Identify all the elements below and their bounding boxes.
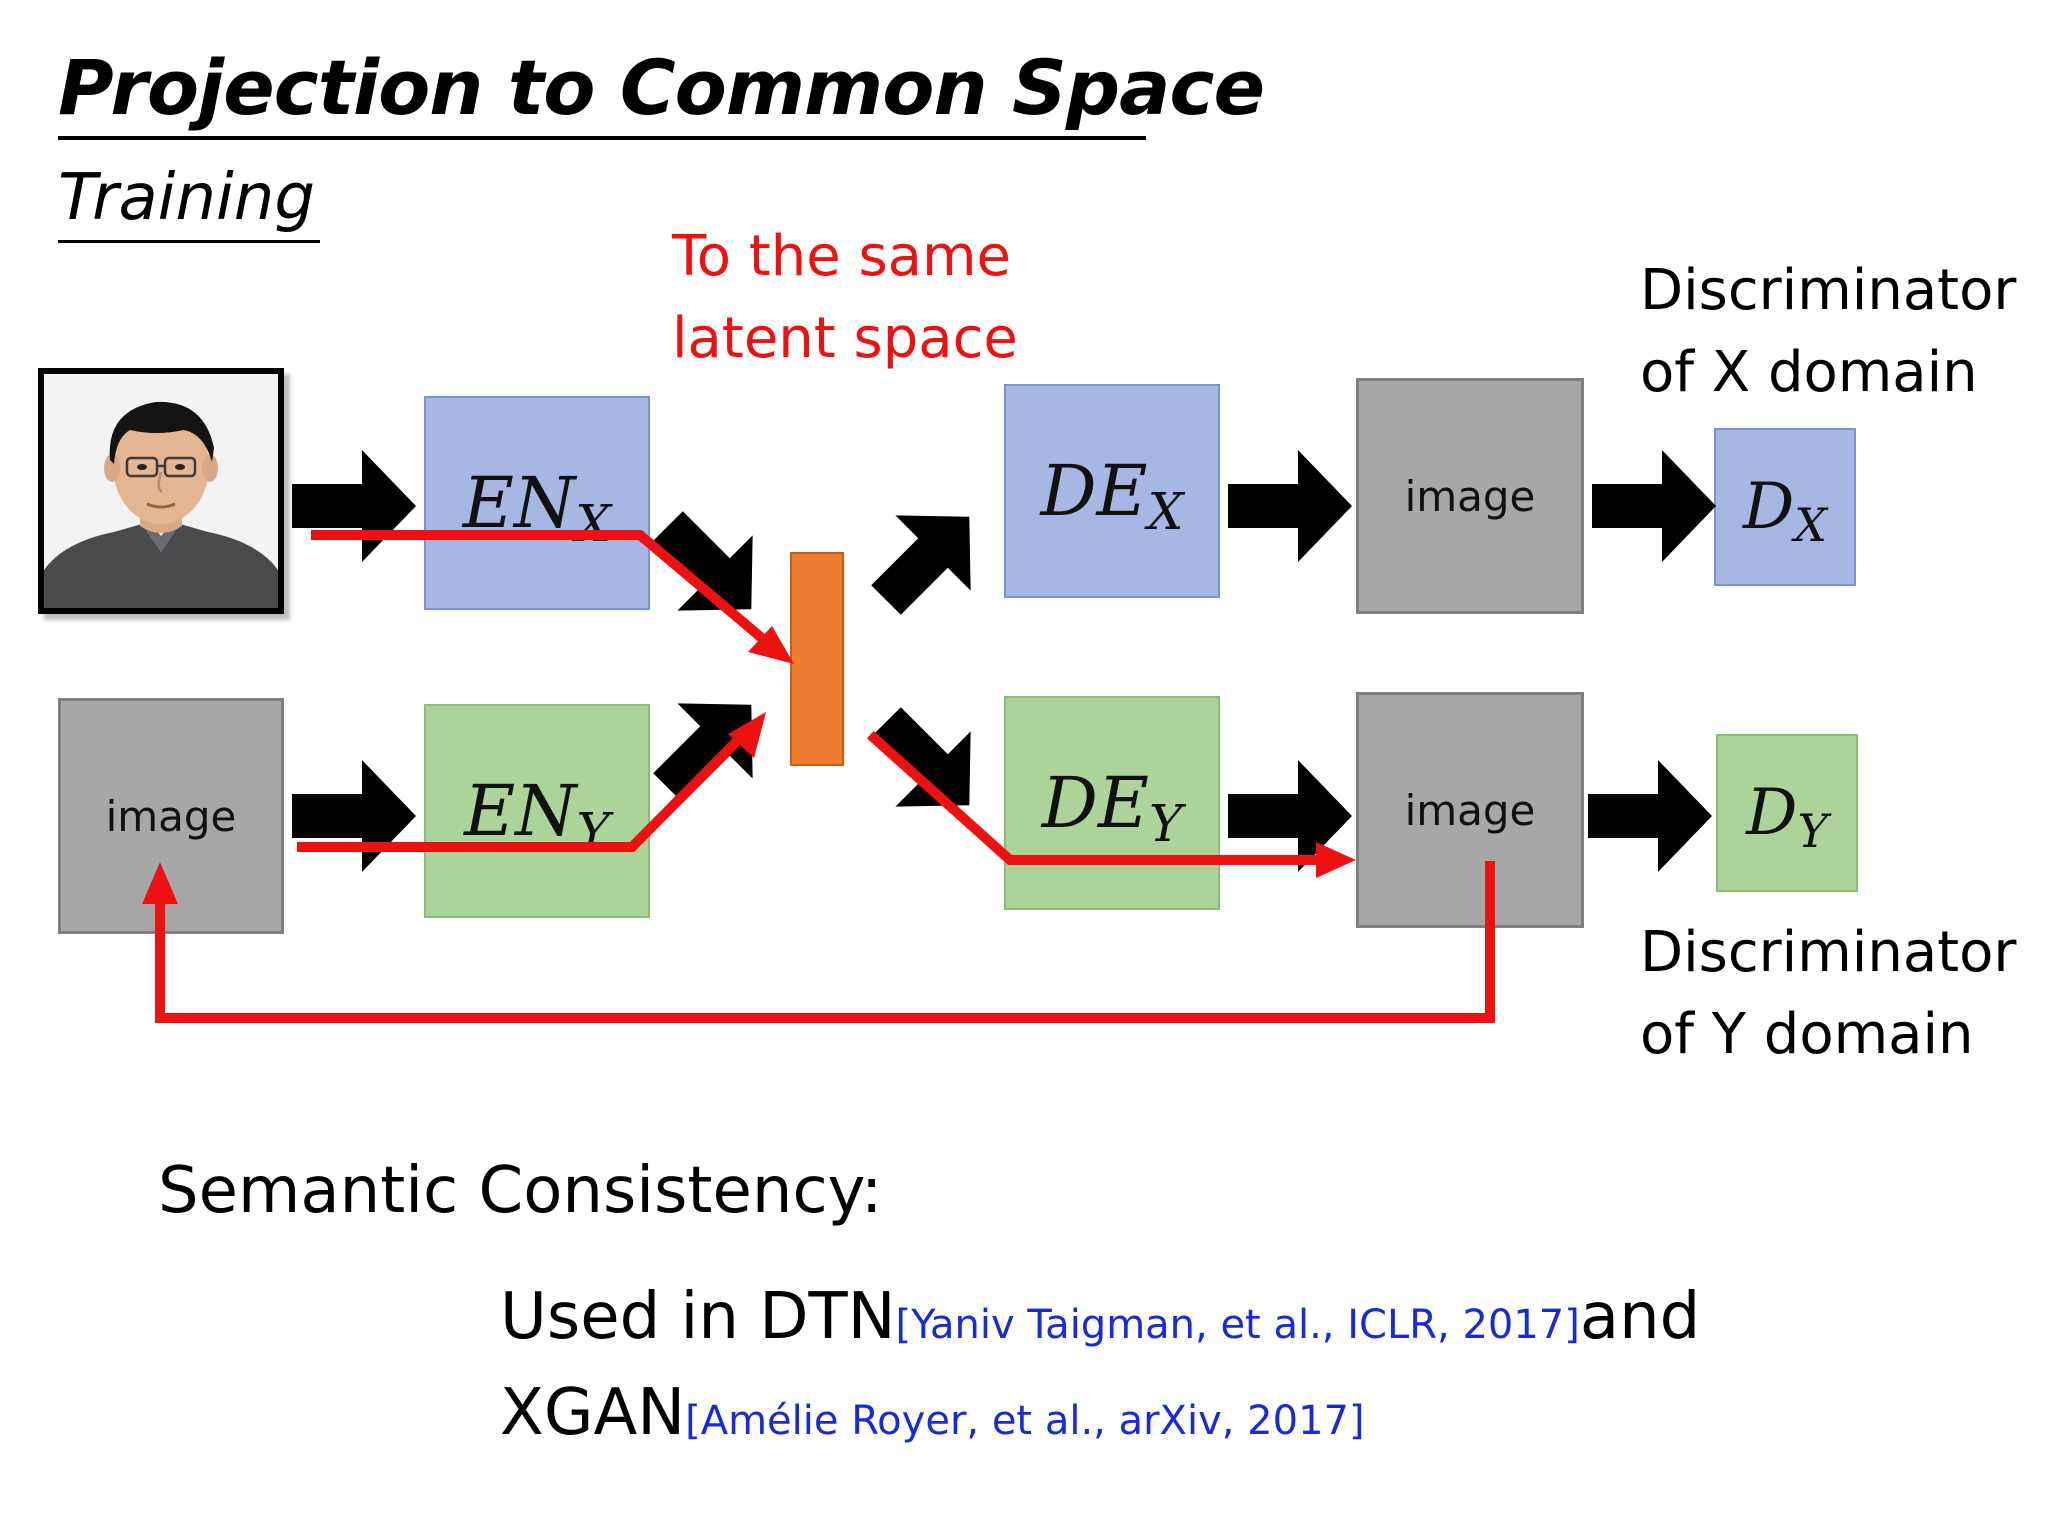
disc-x-label-line1: Discriminator [1640,258,2017,323]
disc-y-label-line2: of Y domain [1640,1002,1974,1067]
used-in-text: Used in DTN [500,1280,896,1354]
xgan-text: XGAN [500,1376,686,1450]
subtitle-underline [58,240,320,243]
red-path-y-to-latent [297,730,748,852]
arrow-latent-to-decoder-x [848,479,1007,638]
citation-dtn: [Yaniv Taigman, et al., ICLR, 2017] [895,1302,1580,1348]
decoder-x-label: DEX [1040,450,1184,542]
red-arrowhead-3 [1316,842,1356,878]
and-text: and [1579,1280,1701,1354]
output-image-x-label: image [1404,471,1536,521]
discriminator-y: DY [1716,734,1858,892]
disc-x-label-line2: of X domain [1640,340,1978,405]
disc-x-label: Discriminator of X domain [1640,250,2016,414]
title-underline [58,136,1146,140]
red-path-feedback [155,861,1495,1023]
disc-y-label: Discriminator of Y domain [1640,912,2016,1076]
person-photo-icon [44,374,278,608]
reference-line-1: Used in DTN [Yaniv Taigman, et al., ICLR… [500,1280,1700,1354]
reference-line-2: XGAN [Amélie Royer, et al., arXiv, 2017] [500,1376,1365,1450]
page-subtitle: Training [58,161,315,235]
arrow-image-to-discriminator-x [1592,450,1716,562]
output-image-y-label: image [1404,785,1536,835]
red-arrowhead-2 [728,712,766,758]
latent-note-line1: To the same [672,224,1011,289]
encoder-x: ENX [424,396,650,610]
arrow-image-to-discriminator-y [1588,760,1712,872]
decoder-y: DEY [1004,696,1220,910]
decoder-x: DEX [1004,384,1220,598]
arrow-encoder-y-to-latent [630,667,789,826]
decoder-y-label: DEY [1041,762,1183,854]
red-path-latent-to-image [866,730,1325,865]
encoder-y: ENY [424,704,650,918]
semantic-consistency-heading: Semantic Consistency: [158,1154,883,1228]
arrow-encoder-x-to-latent [630,488,789,647]
discriminator-x: DX [1714,428,1856,586]
page-title: Projection to Common Space [58,43,1265,132]
red-arrowhead-1 [748,626,794,664]
discriminator-y-label: DY [1746,776,1828,858]
output-image-y: image [1356,692,1584,928]
input-image-y-label: image [105,791,237,841]
citation-xgan: [Amélie Royer, et al., arXiv, 2017] [685,1398,1365,1444]
arrow-image-to-encoder-y [292,760,416,872]
output-image-x: image [1356,378,1584,614]
latent-note: To the same latent space [672,216,1018,380]
arrow-photo-to-encoder-x [292,450,416,562]
red-arrowhead-4 [142,862,178,904]
input-photo [38,368,284,614]
red-path-x-to-latent [311,530,778,653]
arrow-decoder-x-to-image [1228,450,1352,562]
red-arrowheads [142,626,1356,904]
arrow-latent-to-decoder-y [848,684,1007,843]
disc-y-label-line1: Discriminator [1640,920,2017,985]
discriminator-x-label: DX [1742,470,1828,552]
red-path [155,530,1495,1023]
latent-note-line2: latent space [672,306,1018,371]
